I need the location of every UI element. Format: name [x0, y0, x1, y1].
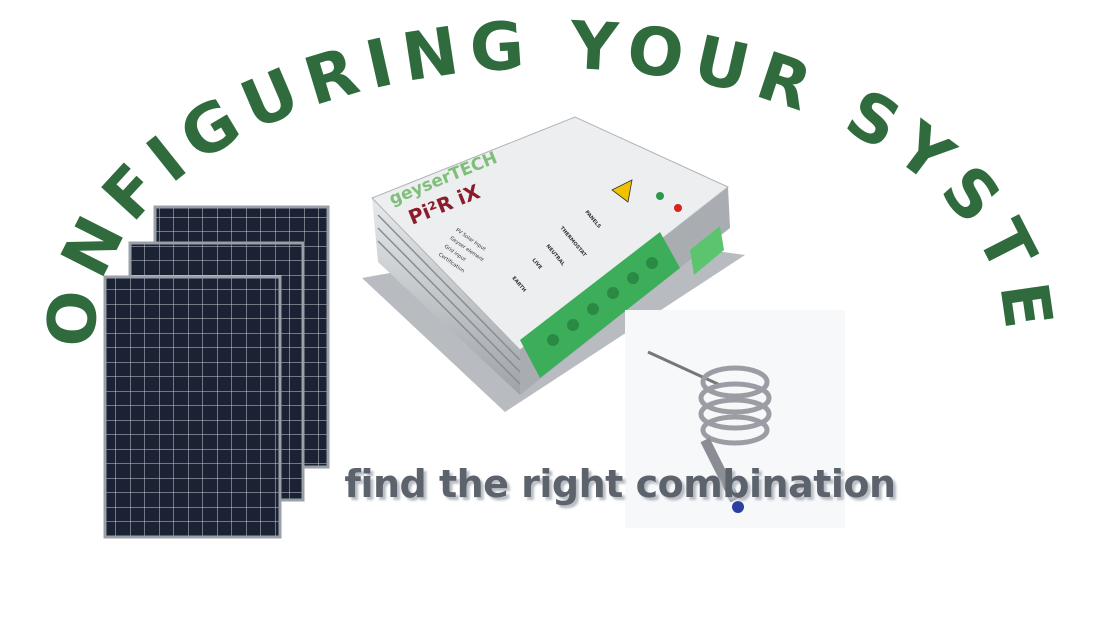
status-led-red: [674, 204, 682, 212]
solar-panels-image: [103, 205, 330, 539]
heating-element-image: [625, 310, 845, 528]
warning-icon: [611, 179, 633, 203]
status-led-green: [656, 192, 664, 200]
tagline: find the right combination: [344, 462, 896, 506]
